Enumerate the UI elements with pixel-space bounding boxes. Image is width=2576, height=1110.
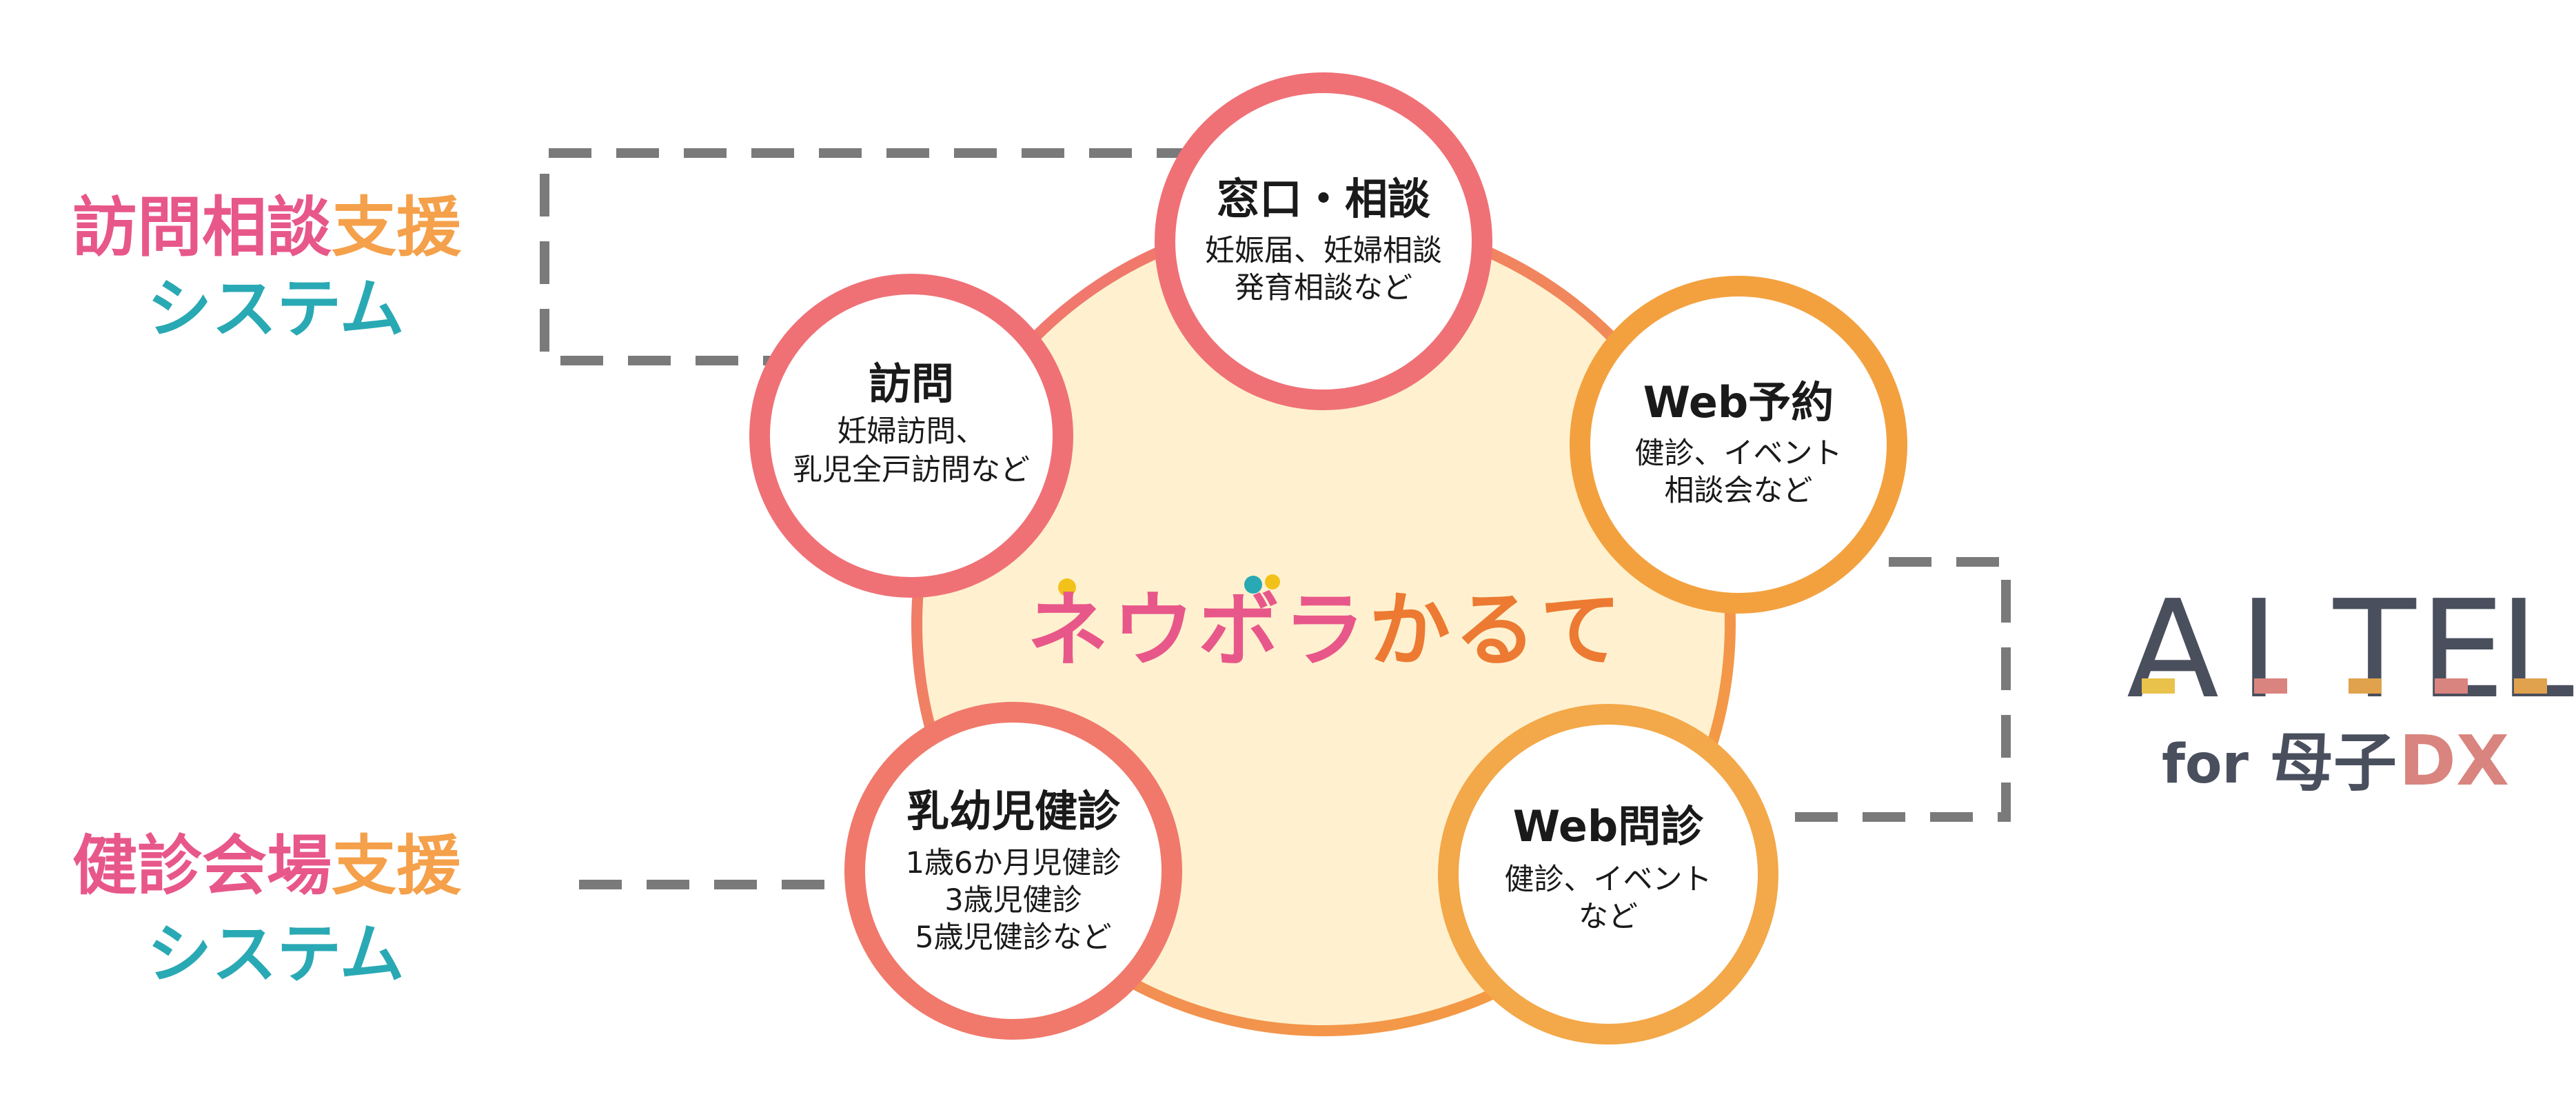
aitel-letter-a: A — [2127, 572, 2219, 729]
node-madoguchi-line-1: 妊娠届、妊婦相談 — [1205, 234, 1442, 268]
node-madoguchi-line-2: 発育相談など — [1235, 271, 1412, 305]
node-web-yoyaku-line-2: 相談会など — [1665, 474, 1813, 508]
aitel-accent-l — [2514, 678, 2547, 694]
aitel-accent-e — [2435, 678, 2468, 694]
aitel-accent-t — [2349, 678, 2382, 694]
brand-char-1: ウ — [1113, 583, 1194, 678]
node-web-yoyaku-title: Web予約 — [1643, 377, 1834, 427]
node-web-monshin-title: Web問診 — [1513, 801, 1705, 851]
node-nyuyouji-title: 乳幼児健診 — [906, 786, 1121, 836]
visit-support-system-label: 訪問相談支援 システム — [72, 190, 462, 347]
logo-dot-yellow-left — [1058, 578, 1076, 596]
aitel-boshi-label: 母子 — [2270, 726, 2397, 800]
node-web-monshin-line-1: 健診、イベント — [1505, 862, 1712, 897]
aitel-letter-e: E — [2420, 572, 2505, 729]
aitel-connector — [1778, 557, 2011, 822]
node-web-monshin: Web問診 健診、イベント など — [1438, 704, 1778, 1045]
node-nyuyouji-line-3: 5歳児健診など — [915, 920, 1111, 955]
node-nyuyouji-line-1: 1歳6か月児健診 — [906, 846, 1122, 880]
visit-support-connector — [540, 148, 1199, 365]
svg-text:訪問相談支援: 訪問相談支援 — [72, 190, 462, 265]
brand-char-3: ラ — [1284, 583, 1365, 678]
checkup-support-system-label: 健診会場支援 システム — [72, 829, 462, 992]
brand-char-5: る — [1454, 583, 1536, 678]
node-nyuyouji-line-2: 3歳児健診 — [944, 883, 1082, 918]
visit-support-label-pink: 訪問相談 — [72, 190, 332, 265]
node-web-yoyaku: Web予約 健診、イベント 相談会など — [1570, 276, 1907, 614]
neuborakarute-logo: ネウボラかるて — [1027, 574, 1621, 678]
brand-char-6: て — [1540, 583, 1621, 678]
node-madoguchi: 窓口・相談 妊娠届、妊婦相談 発育相談など — [1155, 72, 1492, 410]
aitel-letter-t: T — [2333, 572, 2417, 729]
aitel-accent-i — [2254, 678, 2287, 694]
node-nyuyouji: 乳幼児健診 1歳6か月児健診 3歳児健診 5歳児健診など — [844, 702, 1182, 1040]
visit-support-label-system: システム — [147, 272, 404, 347]
aitel-letter-i: I — [2239, 572, 2279, 729]
aitel-dx-label: DX — [2399, 720, 2509, 801]
brand-char-4: か — [1369, 583, 1450, 678]
brand-char-0: ネ — [1027, 583, 1108, 678]
checkup-support-label-pink: 健診会場 — [72, 829, 332, 904]
node-houmon-line-1: 妊婦訪問、 — [838, 414, 986, 449]
dashed-connectors — [540, 148, 2011, 889]
logo-dot-teal — [1244, 576, 1262, 594]
visit-support-label-orange: 支援 — [332, 190, 462, 265]
aitel-accent-a — [2142, 678, 2175, 694]
checkup-support-label-system: システム — [147, 917, 404, 992]
logo-dot-yellow-right — [1265, 574, 1280, 589]
aitel-letter-l: L — [2499, 572, 2574, 729]
brand-char-2: ボ — [1198, 583, 1279, 678]
node-houmon: 訪問 妊婦訪問、 乳児全戸訪問など — [749, 274, 1073, 598]
node-houmon-title: 訪問 — [869, 359, 954, 409]
node-web-yoyaku-line-1: 健診、イベント — [1635, 436, 1843, 471]
checkup-support-label-orange: 支援 — [332, 829, 462, 904]
node-web-monshin-line-2: など — [1579, 900, 1638, 934]
node-madoguchi-title: 窓口・相談 — [1217, 174, 1430, 224]
aitel-for-label: for — [2162, 734, 2249, 796]
svg-text:健診会場支援: 健診会場支援 — [72, 829, 462, 904]
node-houmon-line-2: 乳児全戸訪問など — [793, 453, 1030, 487]
